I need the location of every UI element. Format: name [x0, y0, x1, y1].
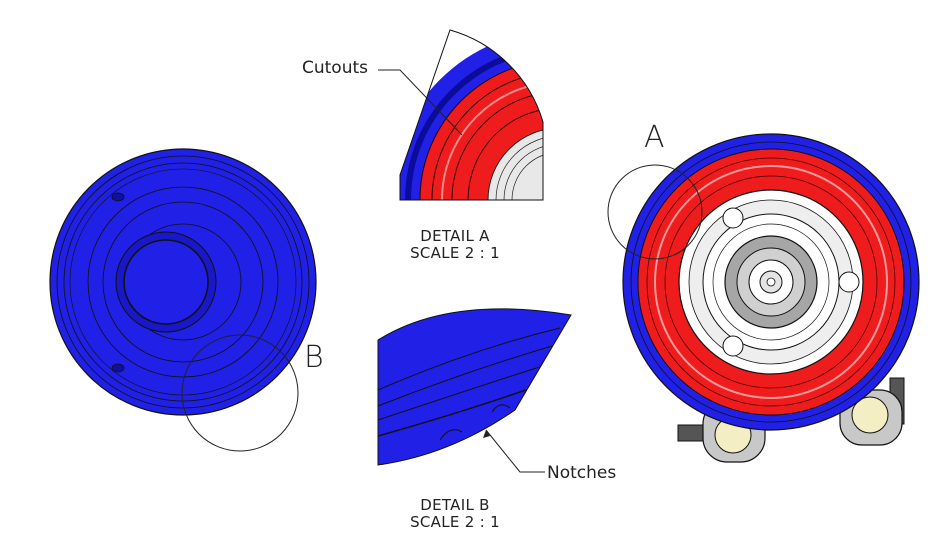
- detail-a-letter: A: [644, 120, 665, 155]
- front-rim-line: [630, 141, 912, 423]
- back-view: [49, 148, 317, 416]
- cutouts-leader: [378, 69, 463, 136]
- mount-hole: [722, 207, 744, 229]
- bolt-thread: [677, 424, 705, 442]
- detail-a-caption: DETAIL A SCALE 2 : 1: [395, 228, 515, 262]
- front-red-highlight: [654, 165, 888, 399]
- detail-a-title: DETAIL A: [420, 227, 490, 245]
- mount-hole: [722, 335, 744, 357]
- mount-hole: [838, 271, 860, 293]
- back-rim-line: [56, 155, 310, 409]
- detail-b-title: DETAIL B: [420, 496, 490, 514]
- back-ring-line: [87, 186, 279, 378]
- detail-b-letter: B: [304, 340, 324, 375]
- notch-mark: [439, 429, 463, 441]
- detail-a-outline: [399, 29, 544, 201]
- detail-b-view: [378, 308, 571, 465]
- back-hub-inner: [123, 239, 209, 325]
- front-inner-line: [712, 223, 830, 341]
- front-red-line: [646, 157, 896, 407]
- notches-leader: [485, 429, 545, 473]
- detail-b-ring-line: [378, 327, 561, 391]
- detail-a-view: [400, 30, 543, 200]
- detail-b-circle: [181, 334, 299, 452]
- detail-b-ring-line: [378, 341, 567, 407]
- notches-arrowhead: [483, 430, 490, 438]
- detail-b-scale: SCALE 2 : 1: [410, 513, 500, 531]
- cutouts-label: Cutouts: [302, 58, 369, 78]
- cutout-mark: [111, 363, 125, 373]
- front-hub-pin: [766, 277, 776, 287]
- back-ring-line: [102, 201, 264, 363]
- detail-b-outline: [377, 308, 572, 466]
- detail-a-scale: SCALE 2 : 1: [410, 244, 500, 262]
- cutout-mark: [111, 192, 125, 202]
- notch-mark: [491, 404, 511, 413]
- detail-b-ring-line: [378, 384, 541, 437]
- detail-b-ring-line: [378, 361, 556, 421]
- detail-b-caption: DETAIL B SCALE 2 : 1: [395, 497, 515, 531]
- detail-a-red-band: [419, 59, 543, 200]
- notches-label: Notches: [547, 463, 617, 483]
- detail-a-circle: [607, 164, 703, 260]
- front-red-line: [664, 175, 878, 389]
- bracket-bushing: [851, 396, 889, 434]
- back-rim-line: [69, 168, 297, 396]
- detail-a-inner-face: [487, 127, 543, 200]
- front-view: [622, 133, 920, 463]
